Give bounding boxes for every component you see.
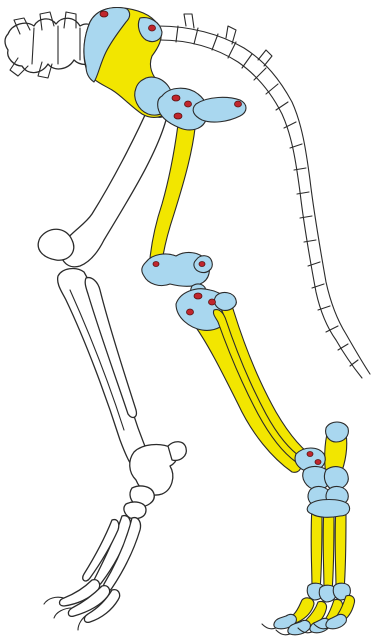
tail-seg-6	[254, 68, 266, 80]
tail-process-3	[258, 50, 272, 66]
tail-seg-1	[176, 26, 178, 42]
metatarsals	[307, 500, 350, 603]
attachment-spot	[307, 452, 313, 457]
tail-seg-3	[212, 34, 218, 50]
attachment-spot	[235, 101, 242, 107]
calcaneus-cartilage	[326, 422, 349, 442]
tail-seg-16	[312, 284, 324, 288]
fibula-head-cartilage	[214, 293, 236, 311]
attachment-spot	[187, 309, 194, 315]
attachment-spot	[194, 293, 202, 299]
metatarsal-1	[311, 505, 322, 594]
metatarsal-2	[323, 505, 334, 596]
tail-seg-11	[294, 168, 306, 170]
tail-seg-5	[242, 54, 252, 68]
far-knee	[38, 229, 74, 260]
attachment-spot	[315, 460, 321, 465]
contralateral-hindlimb	[38, 95, 186, 630]
attachment-spot	[185, 101, 192, 107]
attachment-spot	[172, 95, 180, 101]
metatarsal-base-cartilage	[307, 500, 349, 518]
attachment-spot	[149, 25, 156, 31]
attachment-spot	[153, 262, 159, 267]
metatarsal-3	[335, 505, 346, 594]
attachment-spot	[199, 262, 205, 267]
tail-process-1	[184, 14, 194, 28]
tail-seg-12	[297, 192, 309, 194]
far-calcaneus	[168, 442, 186, 461]
tail-seg-7	[266, 84, 278, 94]
tibia-fibula	[176, 289, 319, 473]
attachment-spot	[174, 113, 182, 119]
attachment-spot	[209, 299, 216, 305]
toes	[262, 595, 355, 634]
tail-seg-2	[194, 28, 198, 44]
tail-seg-14	[304, 240, 316, 242]
tail-seg-13	[300, 216, 312, 218]
far-tibia	[58, 269, 152, 476]
ankle	[295, 422, 348, 506]
tail-seg-15	[308, 262, 320, 266]
attachment-spot	[100, 11, 108, 17]
